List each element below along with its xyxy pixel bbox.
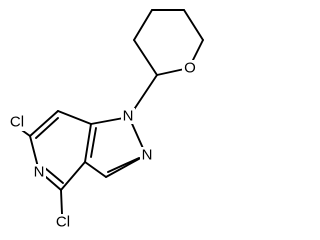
atom-n2-pyrazole-label: N bbox=[142, 147, 153, 164]
chemical-structure: Cl N Cl N N O bbox=[6, 9, 204, 232]
bond-n5-c4-inner bbox=[44, 167, 64, 184]
bond-c4-cl bbox=[60, 189, 63, 215]
atom-cl-4: Cl bbox=[52, 214, 74, 232]
atom-cl-4-label: Cl bbox=[56, 214, 70, 231]
bond-c7-c6-inner bbox=[35, 117, 59, 139]
bond-c7a-c7 bbox=[57, 110, 92, 125]
atom-n-pyridine-label: N bbox=[34, 164, 45, 181]
bond-c4-c3a bbox=[60, 161, 86, 191]
bond-c3a-c7a-inner bbox=[90, 127, 97, 158]
atom-n-pyridine: N bbox=[32, 164, 46, 181]
bond-thp-c1-c2 bbox=[133, 9, 153, 41]
atom-cl-6-label: Cl bbox=[10, 114, 24, 131]
atom-labels: Cl N Cl N N O bbox=[6, 60, 198, 232]
atom-cl-6: Cl bbox=[6, 113, 28, 131]
bond-c7-c6 bbox=[29, 110, 59, 137]
bonds bbox=[11, 9, 204, 215]
atom-o-oxane-label: O bbox=[184, 60, 196, 77]
atom-o-oxane: O bbox=[182, 60, 198, 77]
atom-n1-pyrazole-label: N bbox=[123, 108, 134, 125]
bond-n2-c3-inner bbox=[107, 157, 140, 173]
bond-thp-c3-c4 bbox=[183, 9, 204, 41]
bond-c3-c3a bbox=[84, 161, 107, 178]
bond-thp-c6-c1 bbox=[133, 39, 158, 76]
bond-c3a-c7a bbox=[84, 123, 92, 163]
atom-n2-pyrazole: N bbox=[140, 147, 154, 164]
atom-n1-pyrazole: N bbox=[121, 108, 135, 125]
